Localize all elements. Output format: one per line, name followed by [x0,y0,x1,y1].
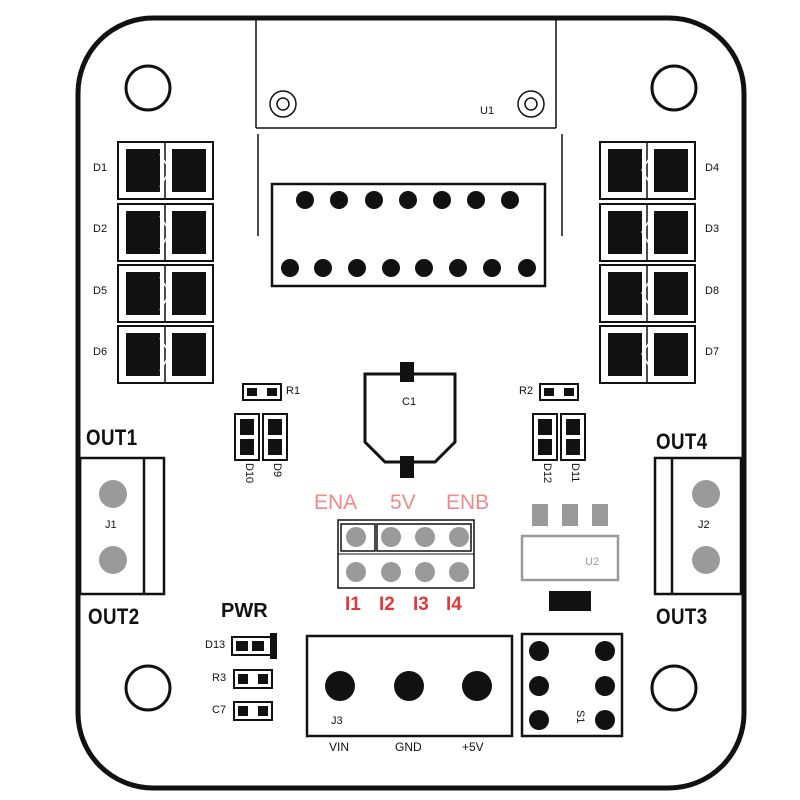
capacitor-c1 [363,362,457,478]
label-d8: D8 [705,285,720,297]
label-j3: J3 [331,715,343,727]
resistor-r2 [539,383,579,401]
diode-block-left [117,141,214,384]
j2-pins [692,480,720,574]
label-d6: D6 [93,346,108,358]
mounting-hole-tl [124,64,172,112]
diode-d13 [231,633,277,659]
mounting-hole-tr [650,64,698,112]
mounting-hole-bl [124,664,172,712]
terminal-j3 [305,634,514,738]
label-j1: J1 [105,519,117,531]
label-d1: D1 [93,162,108,174]
label-r2: R2 [519,385,534,397]
label-i4: I4 [446,594,462,615]
regulator-u2 [520,504,620,611]
label-5v: 5V [390,491,416,514]
resistor-r1 [242,383,282,401]
label-d5: D5 [93,285,108,297]
label-d11: D11 [569,463,581,483]
label-i2: I2 [379,594,395,615]
label-5v-out: +5V [462,740,484,754]
label-i3: I3 [413,594,429,615]
j1-pins [99,480,127,574]
label-c1: C1 [402,396,417,408]
label-gnd: GND [395,740,422,754]
mounting-hole-br [650,664,698,712]
capacitor-c7 [233,701,273,721]
u1-heatsink [255,18,563,236]
diode-block-right [599,141,696,384]
label-c7: C7 [212,704,227,716]
label-out4: OUT4 [656,429,708,454]
label-out1: OUT1 [86,425,138,450]
label-d10: D10 [243,463,255,484]
label-pwr: PWR [221,600,268,622]
label-d12: D12 [541,463,553,484]
label-ena: ENA [314,491,358,514]
label-out2: OUT2 [88,604,140,629]
mounting-holes [124,64,698,712]
label-i1: I1 [345,594,361,615]
resistor-r3 [233,669,273,689]
label-vin: VIN [329,740,350,754]
u1-pins-top [296,191,519,209]
pin-header [337,519,475,589]
u1-label: U1 [480,105,495,117]
diodes-d10-d9 [234,413,288,461]
label-d3: D3 [705,223,720,235]
label-r1: R1 [286,385,301,397]
label-enb: ENB [446,491,490,514]
label-u2: U2 [585,556,600,568]
connector-j1 [78,456,166,596]
label-d4: D4 [705,162,720,174]
label-out3: OUT3 [656,604,708,629]
label-d9: D9 [271,463,283,478]
u1-pins-bottom [281,259,536,277]
label-s1: S1 [574,710,586,724]
label-d13: D13 [205,639,226,651]
label-r3: R3 [212,672,227,684]
label-d7: D7 [705,346,720,358]
label-d2: D2 [93,223,108,235]
label-j2: J2 [698,519,710,531]
switch-s1 [520,632,624,738]
diodes-d12-d11 [532,413,586,461]
